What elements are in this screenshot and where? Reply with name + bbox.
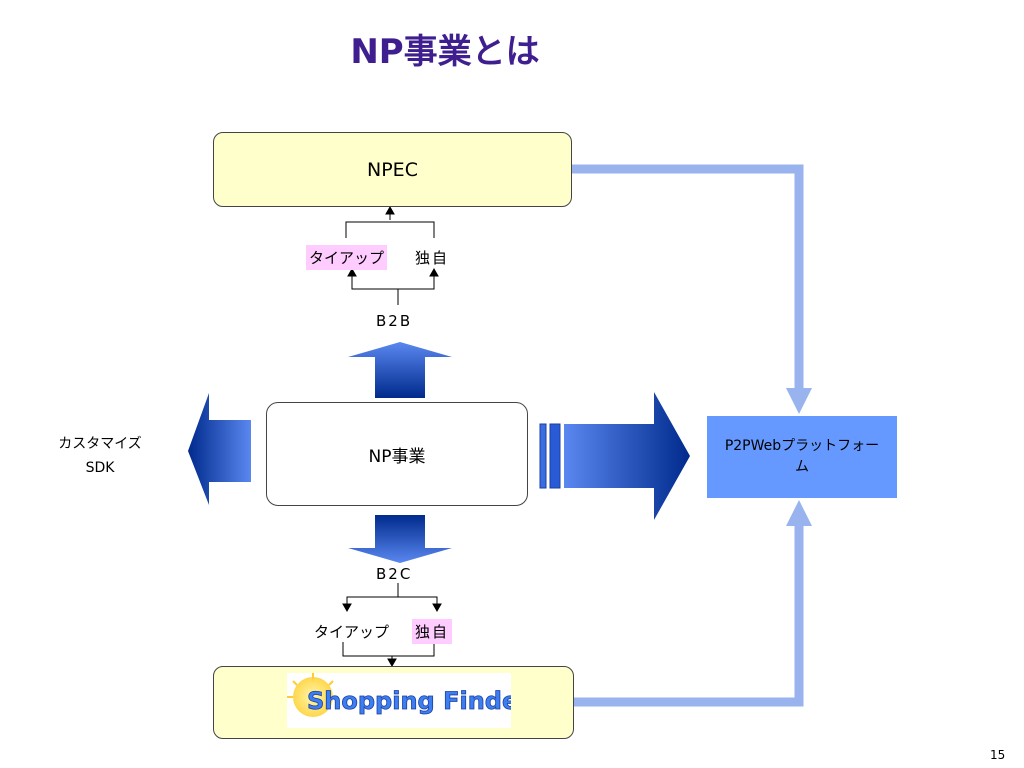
b2b-branch-lines [345, 205, 439, 305]
shopping-finder-logo-image: Shopping Finder [287, 673, 511, 717]
np-business-label: NP事業 [368, 446, 426, 467]
b2c-down-arrow [348, 515, 452, 563]
connector-shoppingfinder-to-platform [572, 500, 812, 707]
shopping-finder-logo: Shopping Finder [287, 673, 511, 728]
own-label-bottom: 独自 [412, 619, 453, 644]
tieup-label-bottom: タイアップ [314, 623, 390, 641]
p2p-platform-label: P2PWebプラットフォーム [724, 438, 880, 475]
own-label-top: 独自 [415, 249, 450, 267]
b2b-up-arrow [348, 342, 452, 398]
shopping-finder-logo-text: Shopping Finder [307, 687, 511, 715]
page-title: NP事業とは [350, 32, 540, 72]
npec-node: NPEC [213, 132, 572, 207]
shopping-finder-logo-word: Shopping Finder [307, 687, 511, 715]
platform-right-arrow [539, 392, 690, 520]
b2c-label: B2C [376, 565, 413, 583]
tieup-label-top: タイアップ [306, 245, 388, 270]
b2b-label: B2B [376, 312, 413, 330]
sdk-customize-label: カスタマイズ SDK [40, 432, 160, 480]
customize-label: カスタマイズ [58, 436, 142, 452]
np-business-node: NP事業 [266, 402, 528, 506]
sun-icon [287, 673, 334, 717]
p2p-platform-node: P2PWebプラットフォーム [707, 416, 897, 498]
page-number: 15 [990, 748, 1006, 762]
b2c-branch-lines [342, 583, 442, 668]
connector-npec-to-platform [572, 164, 812, 414]
sdk-label: SDK [85, 460, 115, 476]
npec-label: NPEC [367, 158, 418, 181]
sdk-left-arrow [188, 393, 251, 505]
